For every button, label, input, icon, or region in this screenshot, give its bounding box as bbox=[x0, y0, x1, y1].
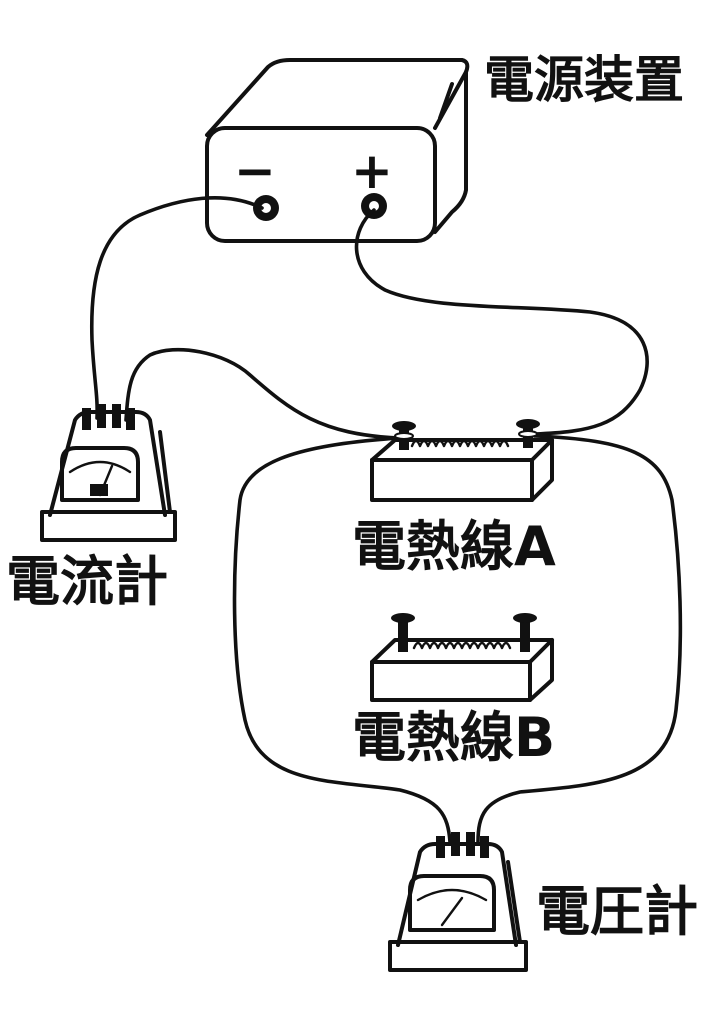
wires bbox=[89, 196, 683, 844]
minus-sign: − bbox=[234, 142, 276, 200]
ammeter-pivot bbox=[90, 484, 108, 496]
power-supply-handle bbox=[438, 82, 454, 120]
voltmeter-terminals bbox=[436, 832, 489, 858]
voltmeter-needle bbox=[440, 896, 464, 927]
heating-wire-a-label: 電熱線A bbox=[352, 515, 556, 578]
heater-a-corner bbox=[530, 438, 554, 462]
ammeter-dial bbox=[60, 446, 140, 502]
heating-wire-b-label: 電熱線B bbox=[352, 706, 555, 769]
wire-voltmeter-left bbox=[232, 436, 452, 844]
voltmeter-side bbox=[506, 860, 522, 944]
power-supply-top bbox=[205, 58, 470, 137]
heating-wire-a bbox=[370, 419, 554, 502]
plus-sign: + bbox=[351, 142, 393, 200]
ammeter bbox=[40, 404, 177, 542]
voltmeter-base bbox=[388, 940, 528, 972]
heater-a-block bbox=[370, 438, 554, 502]
heater-a-right-post bbox=[516, 419, 540, 448]
power-supply-front bbox=[205, 126, 437, 243]
heater-b-corner bbox=[528, 638, 554, 664]
ammeter-terminals bbox=[82, 404, 135, 430]
power-supply: − + bbox=[205, 58, 470, 243]
ammeter-side bbox=[158, 430, 172, 514]
ammeter-base bbox=[40, 510, 177, 542]
heater-a-left-post bbox=[392, 421, 416, 450]
voltmeter-scale bbox=[416, 888, 488, 902]
heater-b-left-post bbox=[391, 613, 415, 652]
power-supply-label: 電源装置 bbox=[484, 51, 684, 109]
voltmeter-dial bbox=[408, 874, 496, 932]
wire-ammeter-to-heater-a bbox=[124, 347, 402, 440]
voltmeter-label: 電圧計 bbox=[536, 880, 698, 943]
wire-voltmeter-right bbox=[476, 434, 683, 844]
wire-plus-to-heater-a bbox=[354, 208, 649, 436]
ammeter-scale bbox=[68, 460, 132, 474]
heater-b-right-post bbox=[513, 613, 537, 652]
heater-b-block bbox=[370, 638, 554, 702]
power-supply-side bbox=[433, 70, 468, 234]
heater-a-coil bbox=[410, 439, 510, 448]
ammeter-label: 電流計 bbox=[6, 550, 168, 613]
negative-terminal bbox=[253, 195, 279, 221]
positive-terminal bbox=[361, 193, 387, 219]
wire-minus-to-ammeter bbox=[89, 196, 264, 420]
voltmeter bbox=[388, 832, 528, 972]
voltmeter-body bbox=[396, 842, 518, 947]
heater-b-coil bbox=[412, 641, 512, 650]
heating-wire-b bbox=[370, 613, 554, 702]
